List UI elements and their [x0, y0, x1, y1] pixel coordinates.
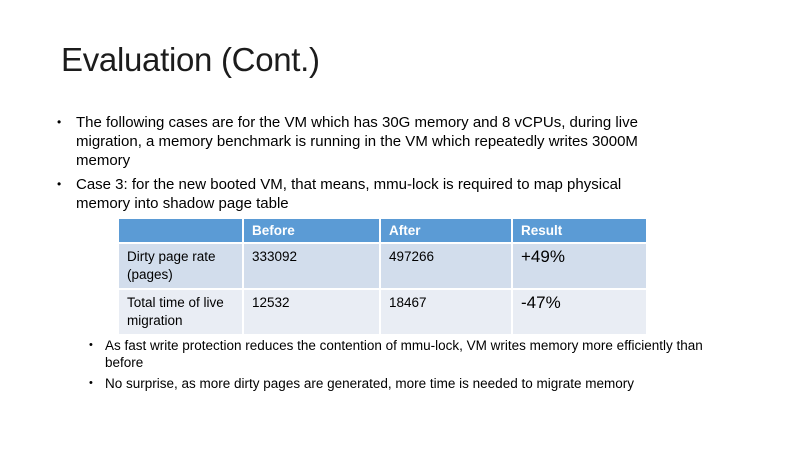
header-cell-empty: [117, 217, 244, 244]
row-label: Dirty page rate (pages): [117, 242, 244, 290]
bullet-icon: •: [89, 377, 93, 389]
bullet-list: • The following cases are for the VM whi…: [57, 113, 669, 218]
header-cell-before: Before: [242, 217, 381, 244]
sub-bullet-item: • As fast write protection reduces the c…: [89, 337, 711, 371]
cell-result: +49%: [511, 242, 648, 290]
row-label: Total time of live migration: [117, 288, 244, 336]
cell-after: 18467: [379, 288, 513, 336]
cell-before: 333092: [242, 242, 381, 290]
sub-bullet-text: As fast write protection reduces the con…: [105, 338, 703, 370]
sub-bullet-text: No surprise, as more dirty pages are gen…: [105, 376, 634, 391]
bullet-item: • The following cases are for the VM whi…: [57, 113, 669, 170]
bullet-icon: •: [57, 177, 62, 191]
table-row: Dirty page rate (pages) 333092 497266 +4…: [117, 242, 648, 290]
bullet-item: • Case 3: for the new booted VM, that me…: [57, 175, 669, 213]
cell-before: 12532: [242, 288, 381, 336]
bullet-text: The following cases are for the VM which…: [76, 114, 638, 169]
header-cell-result: Result: [511, 217, 648, 244]
slide-title: Evaluation (Cont.): [61, 41, 320, 78]
header-cell-after: After: [379, 217, 513, 244]
sub-bullet-item: • No surprise, as more dirty pages are g…: [89, 375, 711, 392]
bullet-icon: •: [89, 339, 93, 351]
bullet-icon: •: [57, 115, 62, 129]
table-header-row: Before After Result: [117, 217, 648, 244]
sub-bullet-list: • As fast write protection reduces the c…: [89, 337, 711, 396]
cell-after: 497266: [379, 242, 513, 290]
results-table: Before After Result Dirty page rate (pag…: [117, 217, 648, 336]
bullet-text: Case 3: for the new booted VM, that mean…: [76, 176, 622, 212]
table-row: Total time of live migration 12532 18467…: [117, 288, 648, 336]
cell-result: -47%: [511, 288, 648, 336]
